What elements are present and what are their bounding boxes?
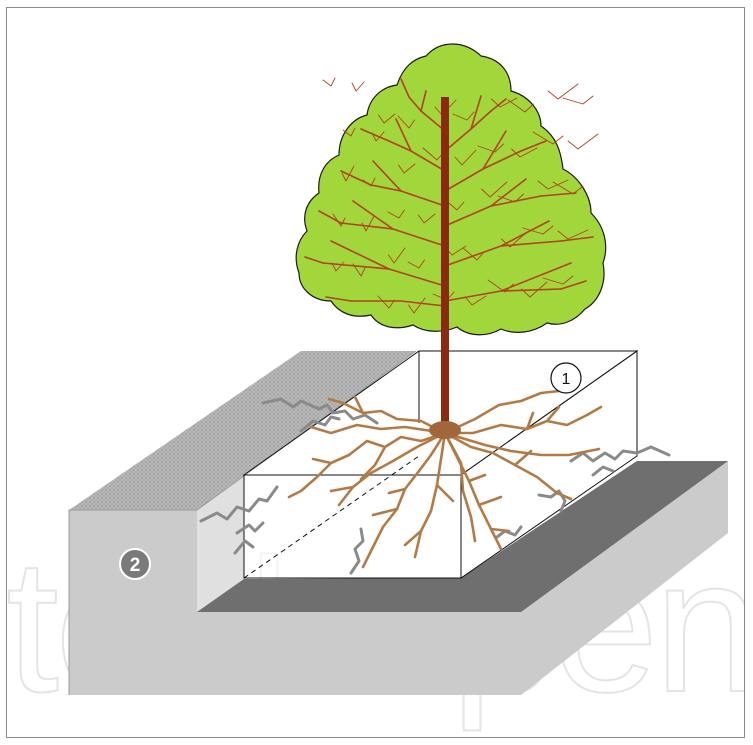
canopy-twig xyxy=(548,84,578,99)
tree-canopy xyxy=(296,44,606,335)
canopy-twig xyxy=(352,82,364,91)
tree-planting-pit-diagram: techopen xyxy=(7,8,745,738)
marker-1: 1 xyxy=(551,363,581,393)
canopy-twig xyxy=(563,96,593,104)
canopy-twig xyxy=(323,78,335,86)
marker-1-label: 1 xyxy=(562,371,571,388)
root-collar xyxy=(429,421,461,439)
pit-box-front xyxy=(244,475,461,578)
marker-2-label: 2 xyxy=(130,555,141,576)
tree-trunk xyxy=(441,97,449,427)
canopy-outline xyxy=(296,44,606,335)
canopy-twig xyxy=(568,134,598,149)
marker-2: 2 xyxy=(120,549,150,579)
diagram-frame: techopen xyxy=(6,7,745,738)
